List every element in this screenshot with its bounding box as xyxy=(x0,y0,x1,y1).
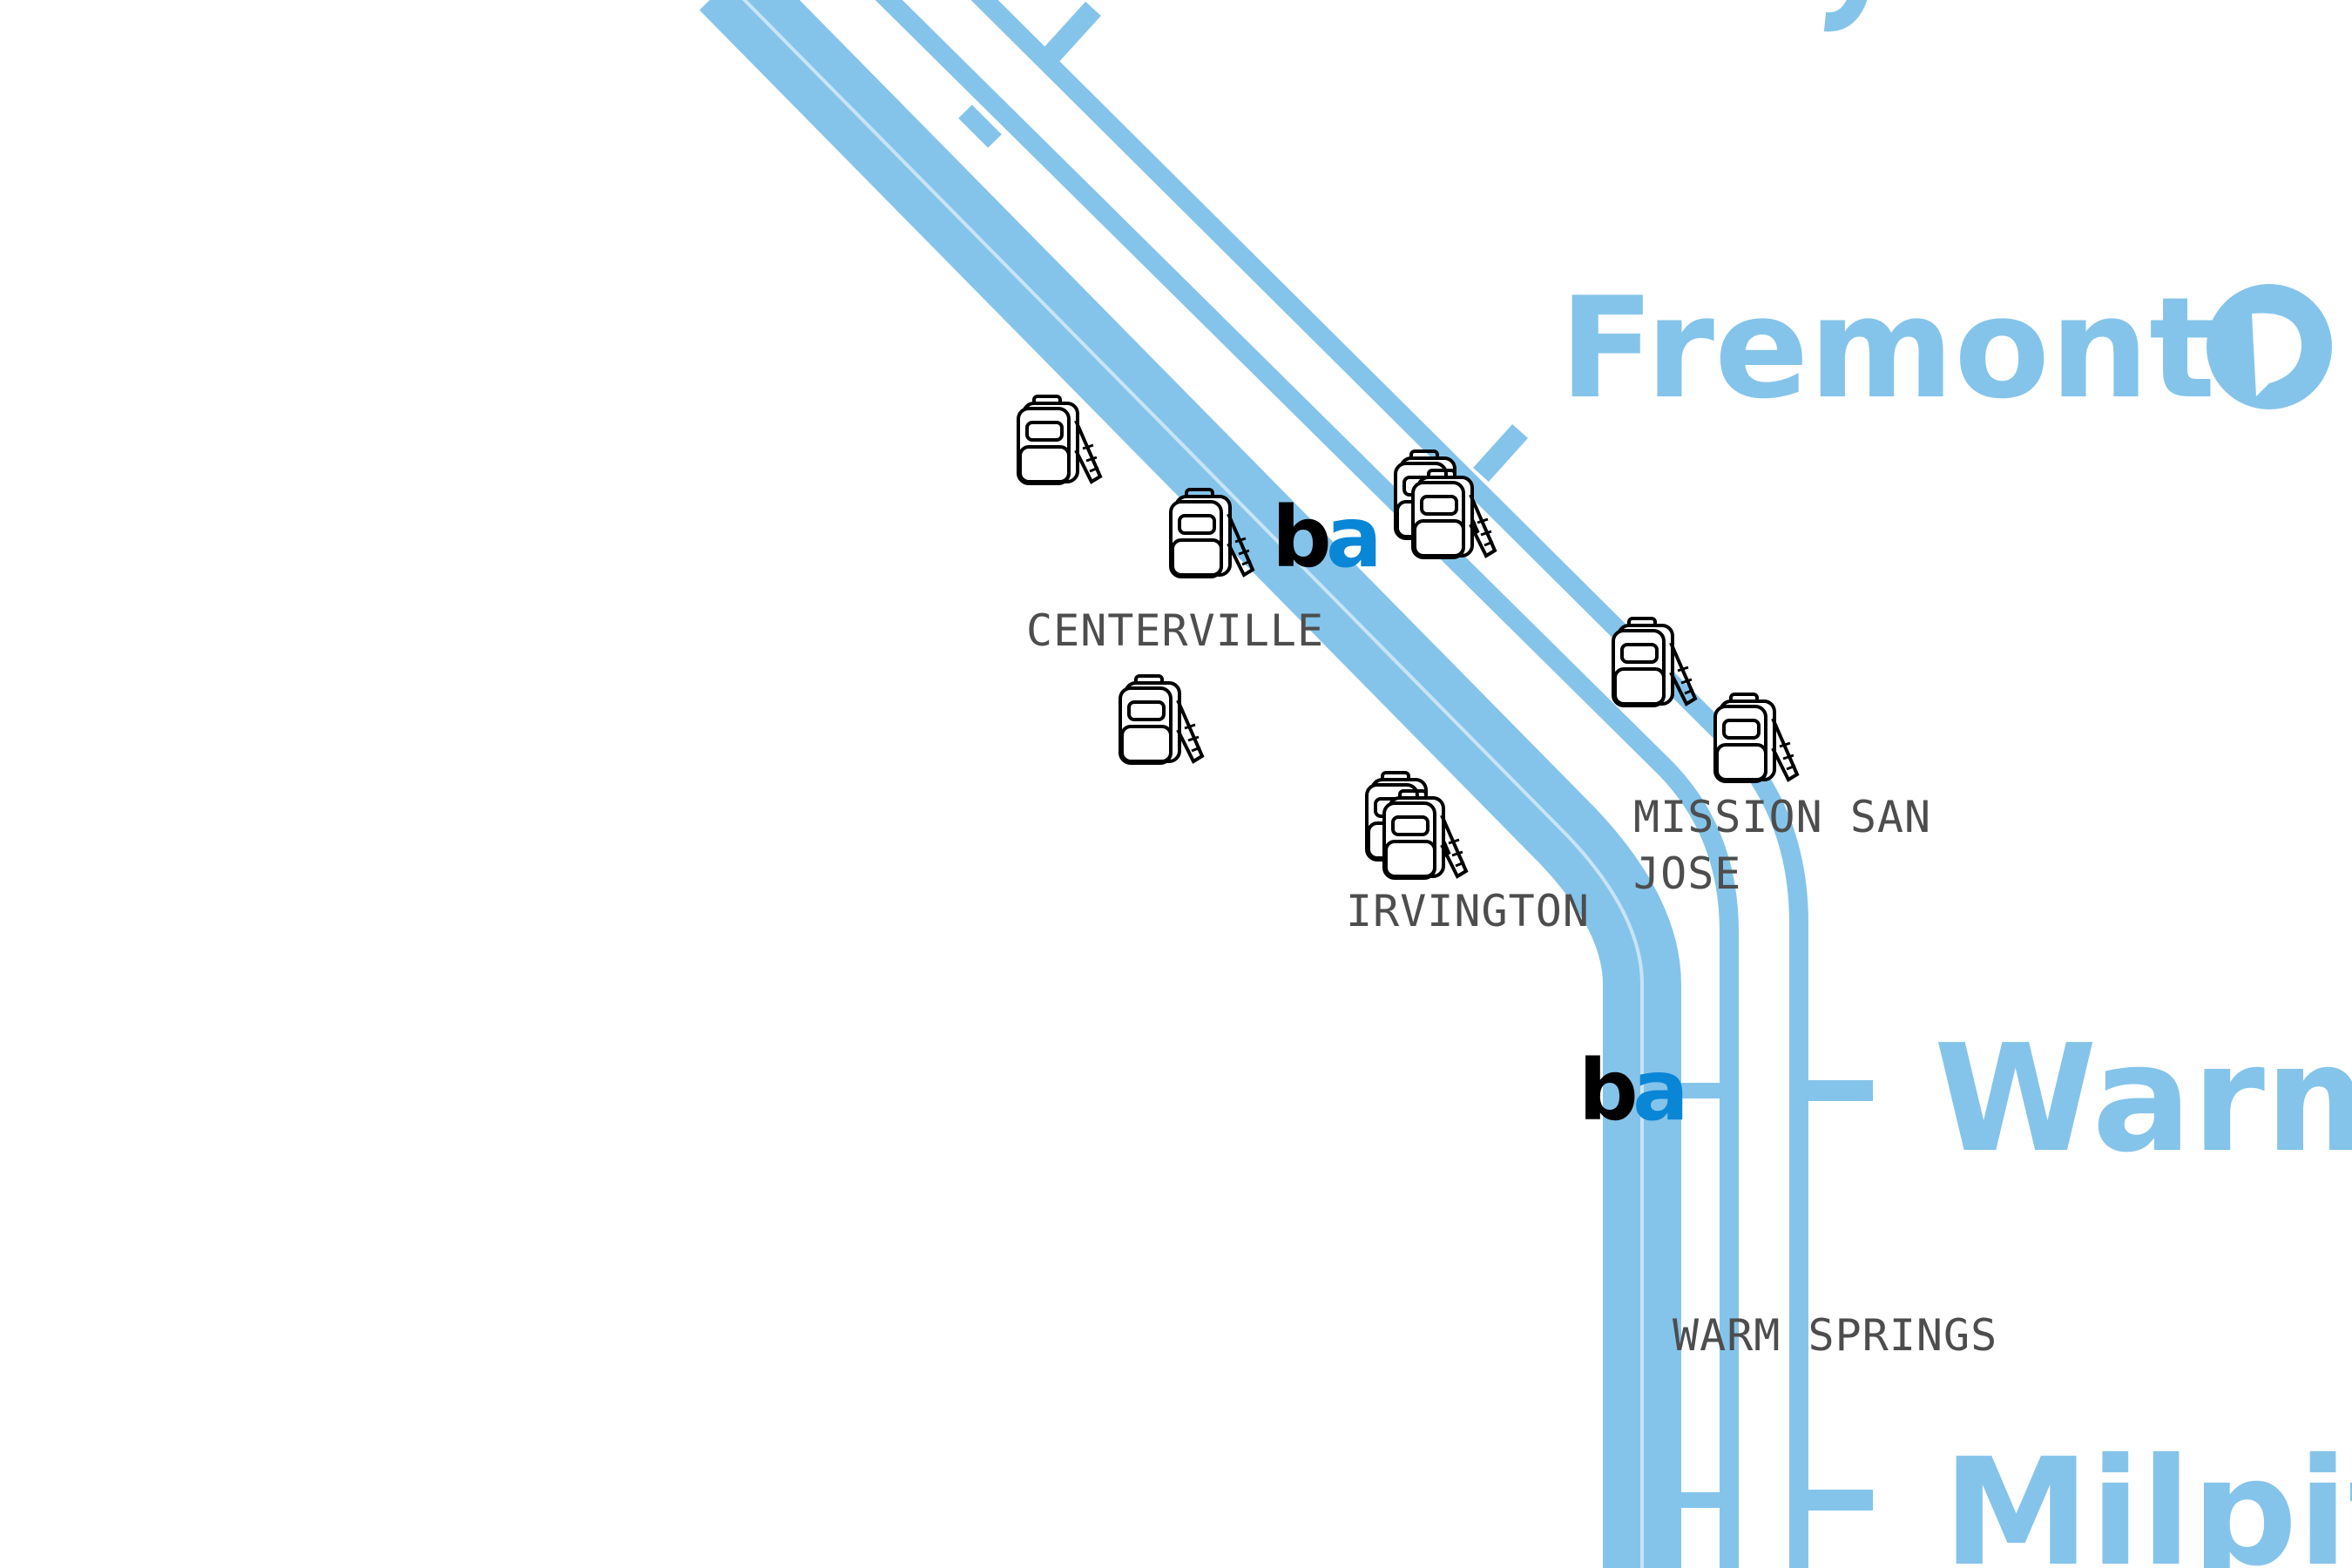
school-backpack-icon[interactable] xyxy=(1713,693,1799,783)
rail-line-main xyxy=(699,0,1681,1568)
place-label-fremont: Fremont xyxy=(1559,267,2216,429)
place-label-warm: Warm xyxy=(1934,1013,2352,1186)
school-backpack-icon[interactable] xyxy=(1382,789,1468,880)
rail-crossover xyxy=(958,105,1002,148)
rail-line-middle xyxy=(875,0,1739,1568)
spur-top xyxy=(1042,1,1101,64)
station-label-centerville[interactable]: CENTERVILLE xyxy=(1026,605,1324,656)
bart-logo-letter-b: b xyxy=(1578,1042,1639,1139)
place-label-milpitas: Milpit xyxy=(1943,1427,2352,1568)
bart-logo-warm-springs[interactable]: b a xyxy=(1578,1042,1689,1139)
station-label-mission-san-jose-line2[interactable]: JOSE xyxy=(1633,848,1741,899)
bart-logo-letter-a: a xyxy=(1632,1042,1689,1139)
station-label-warm-springs[interactable]: WARM SPRINGS xyxy=(1673,1310,1997,1361)
fremont-station-icon xyxy=(2207,284,2332,409)
spur-fremont xyxy=(1473,423,1528,483)
bart-logo-centerville[interactable]: b a xyxy=(1272,489,1382,586)
bart-logo-letter-a: a xyxy=(1326,489,1382,586)
bart-logo-letter-b: b xyxy=(1272,489,1332,586)
station-label-mission-san-jose-line1[interactable]: MISSION SAN xyxy=(1633,792,1931,842)
school-backpack-icon[interactable] xyxy=(1119,674,1204,765)
rail-line-main-gap xyxy=(741,0,1644,1568)
school-backpack-icon[interactable] xyxy=(1017,395,1102,485)
station-label-irvington[interactable]: IRVINGTON xyxy=(1346,886,1590,936)
partial-place-letter-top xyxy=(1823,0,1868,32)
